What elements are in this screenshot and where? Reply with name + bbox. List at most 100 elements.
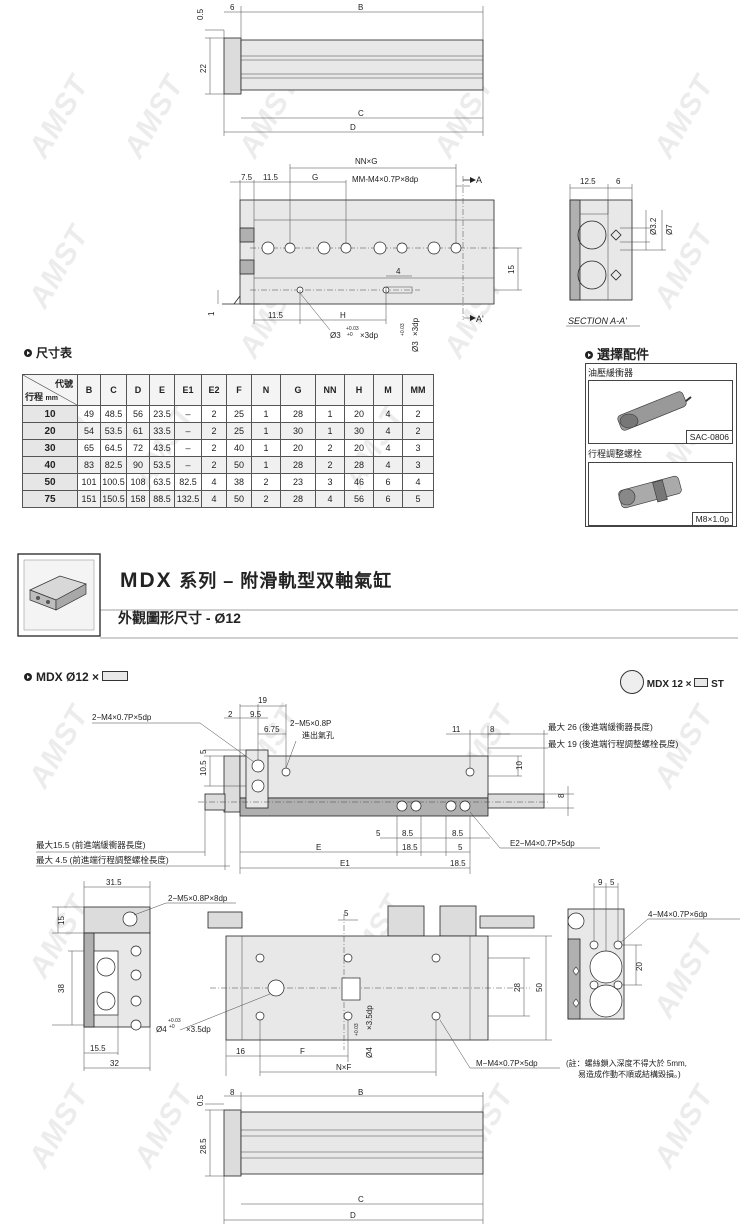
dim-label: 最大15.5 (前進端緩衝器長度) — [36, 840, 146, 850]
arrow-bullet-icon — [24, 349, 32, 357]
dim-label: 8.5 — [452, 829, 464, 838]
table-cell: 56 — [344, 490, 374, 508]
table-cell: 23.5 — [149, 405, 175, 423]
dim-label: Ø7 — [665, 224, 674, 235]
table-cell: – — [174, 456, 202, 474]
title-band — [17, 553, 738, 639]
table-cell: 61 — [126, 422, 150, 440]
dim-label: Ø4 — [156, 1025, 167, 1034]
stopper-bolt-icon — [618, 475, 682, 509]
column-header: M — [373, 374, 403, 406]
table-cell: 108 — [126, 473, 150, 491]
dim-label: C — [358, 1195, 364, 1204]
table-cell: 20 — [344, 439, 374, 457]
table-cell: 101 — [77, 473, 101, 491]
table-cell: 2 — [315, 439, 345, 457]
dim-label: +0 — [169, 1024, 175, 1030]
table-cell: 2 — [251, 473, 281, 491]
table-cell: 2 — [402, 422, 434, 440]
dim-label: 38 — [57, 984, 66, 993]
table-cell: 2 — [251, 490, 281, 508]
table-cell: 1 — [251, 405, 281, 423]
accessories-heading: 選擇配件 — [585, 344, 649, 363]
dim-label: 19 — [258, 696, 267, 705]
table-cell: 50 — [226, 490, 252, 508]
dim-label: Ø4 — [365, 1047, 374, 1058]
dim-label: 8 — [557, 793, 566, 798]
table-cell: 1 — [251, 422, 281, 440]
series-subtitle: 外觀圖形尺寸 - Ø12 — [118, 610, 241, 626]
dim-label: 10.5 — [199, 760, 208, 776]
column-header: E1 — [174, 374, 202, 406]
table-cell: 2 — [201, 456, 227, 474]
table-cell: 28 — [280, 490, 316, 508]
table-cell: 33.5 — [149, 422, 175, 440]
dim-label: 最大 19 (後進端行程調整螺栓長度) — [548, 739, 679, 749]
table-cell: 82.5 — [174, 473, 202, 491]
dim-label: 2 — [228, 710, 233, 719]
dim-label: B — [358, 1088, 363, 1097]
dim-label: 15 — [507, 265, 516, 274]
dim-label: 6.75 — [264, 725, 280, 734]
stroke-cell: 20 — [22, 422, 78, 440]
dim-label: 2−M5×0.8P×8dp — [168, 894, 228, 903]
dim-label: 進出氣孔 — [302, 730, 334, 740]
dim-label: H — [340, 311, 346, 320]
accessory-stopper-bolt: M8×1.0p — [588, 462, 733, 526]
table-cell: 23 — [280, 473, 316, 491]
column-header: H — [344, 374, 374, 406]
table-cell: 150.5 — [100, 490, 127, 508]
table-cell: 2 — [201, 422, 227, 440]
dim-label: 18.5 — [402, 843, 418, 852]
stroke-cell: 10 — [22, 405, 78, 423]
dim-label: +0.03 — [354, 1023, 360, 1036]
table-cell: 65 — [77, 439, 101, 457]
table-cell: 158 — [126, 490, 150, 508]
dimension-table-heading: 尺寸表 — [24, 344, 72, 361]
arrow-bullet-icon — [585, 351, 593, 359]
accessory-tag: SAC-0806 — [685, 430, 732, 443]
table-cell: 132.5 — [174, 490, 202, 508]
column-header: E — [149, 374, 175, 406]
dim-label: MM-M4×0.7P×8dp — [352, 175, 419, 184]
dim-label: Ø3.2 — [649, 217, 658, 235]
dim-label: 8 — [490, 725, 495, 734]
dim-label: 0.5 — [196, 8, 205, 20]
end-view-drawing: 31.5 2−M5×0.8P×8dp 15 38 15.5 32 — [52, 878, 236, 1071]
dim-label: NN×G — [355, 157, 377, 166]
dim-label: 10 — [515, 761, 524, 770]
dim-label: 7.5 — [241, 173, 253, 182]
dim-label: +0.03 — [346, 326, 359, 332]
stroke-blank-box — [694, 678, 709, 687]
table-cell: 48.5 — [100, 405, 127, 423]
table-cell: 6 — [373, 490, 403, 508]
dim-label: A — [476, 175, 482, 185]
table-cell: – — [174, 405, 202, 423]
dim-label: ×3.5dp — [186, 1025, 211, 1034]
dim-label: 11.5 — [268, 311, 284, 320]
column-header: G — [280, 374, 316, 406]
table-cell: 30 — [344, 422, 374, 440]
table-cell: 25 — [226, 405, 252, 423]
dim-label: E1 — [340, 859, 350, 868]
table-cell: – — [174, 422, 202, 440]
stroke-cell: 40 — [22, 456, 78, 474]
table-cell: 20 — [280, 439, 316, 457]
table-cell: 100.5 — [100, 473, 127, 491]
table-cell: 4 — [373, 405, 403, 423]
column-header: C — [100, 374, 127, 406]
table-cell: 3 — [402, 439, 434, 457]
table-cell: 30 — [280, 422, 316, 440]
table-cell: 151 — [77, 490, 101, 508]
column-header: F — [226, 374, 252, 406]
dim-label: 9.5 — [250, 710, 262, 719]
dim-label: B — [358, 3, 363, 12]
dim-label: A' — [476, 314, 484, 324]
dim-label: M−M4×0.7P×5dp — [476, 1059, 538, 1068]
table-cell: 4 — [402, 473, 434, 491]
table-cell: 90 — [126, 456, 150, 474]
